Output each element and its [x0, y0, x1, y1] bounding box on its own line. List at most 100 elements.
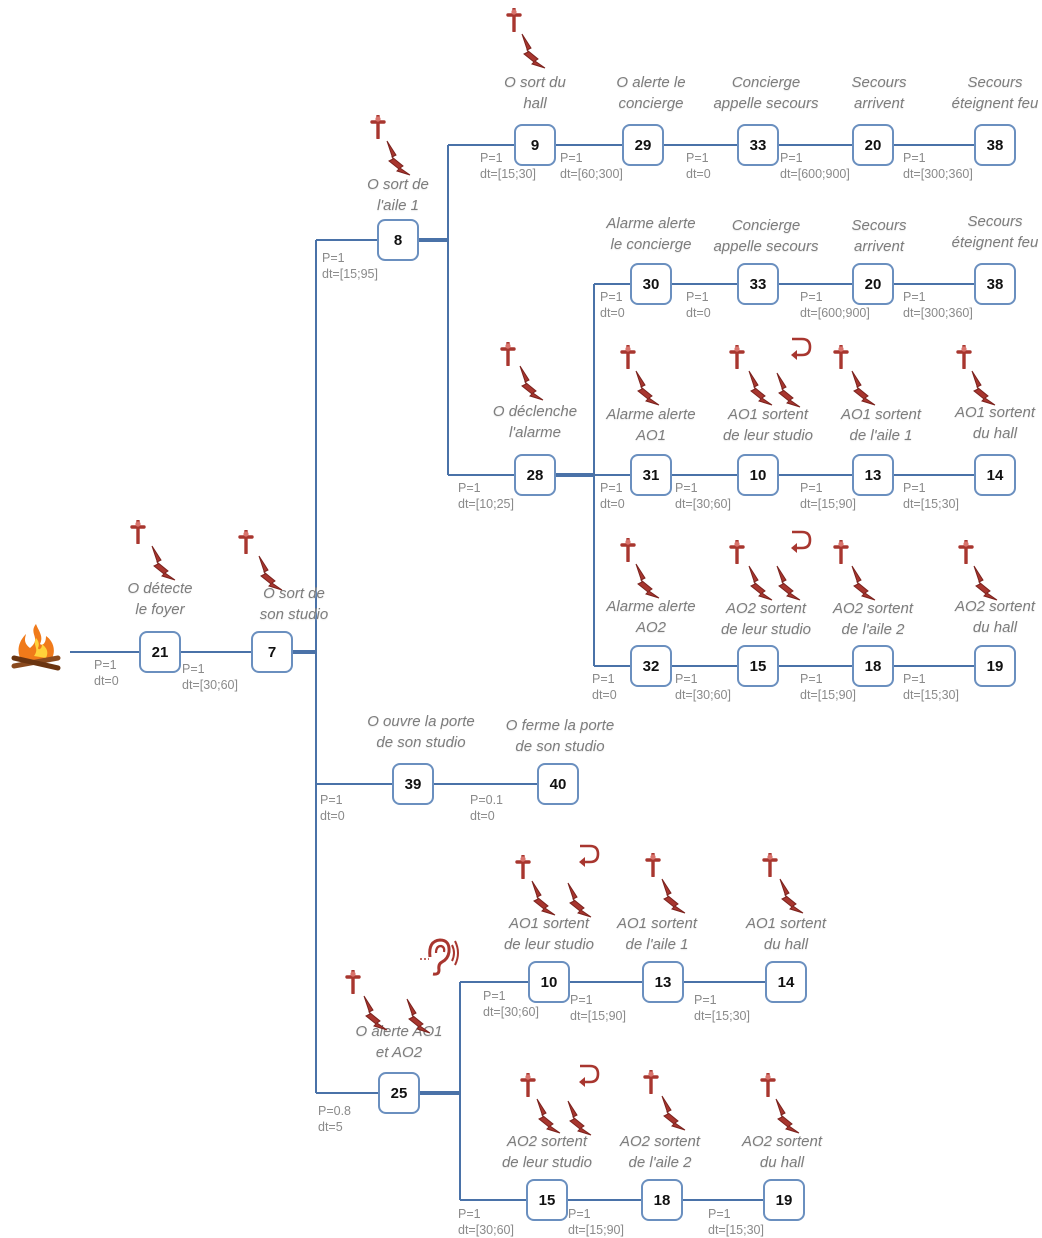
- probability-label: P=1: [322, 251, 345, 265]
- event-node-10[interactable]: 10: [528, 961, 570, 1003]
- probability-label: P=1: [568, 1207, 591, 1221]
- event-label-line: O déclenche: [492, 403, 578, 420]
- event-label-line: de l'aile 1: [849, 427, 913, 444]
- probability-label: P=1: [780, 151, 803, 165]
- cross-icon: [760, 1072, 776, 1102]
- delay-label: dt=[15;30]: [480, 167, 536, 181]
- event-node-20[interactable]: 20: [852, 124, 894, 166]
- event-label-line: l'aile 1: [376, 197, 420, 214]
- return-arrow-icon: [576, 1062, 602, 1093]
- event-node-32[interactable]: 32: [630, 645, 672, 687]
- event-node-18[interactable]: 18: [641, 1179, 683, 1221]
- event-node-15[interactable]: 15: [526, 1179, 568, 1221]
- delay-label: dt=[15;30]: [694, 1009, 750, 1023]
- lightning-icon: [778, 878, 804, 919]
- event-label-line: AO1 sortent: [840, 406, 922, 423]
- event-node-15[interactable]: 15: [737, 645, 779, 687]
- event-label-line: O sort de: [263, 585, 325, 602]
- event-node-8[interactable]: 8: [377, 219, 419, 261]
- probability-label: P=1: [592, 672, 615, 686]
- event-label-line: AO2: [635, 619, 666, 636]
- event-label-line: O alerte AO1: [355, 1023, 443, 1040]
- event-label-line: de l'aile 2: [841, 621, 905, 638]
- event-label-line: de son studio: [376, 734, 466, 751]
- event-node-13[interactable]: 13: [642, 961, 684, 1003]
- event-node-28[interactable]: 28: [514, 454, 556, 496]
- event-node-38[interactable]: 38: [974, 263, 1016, 305]
- delay-label: dt=[15;90]: [800, 497, 856, 511]
- lightning-icon: [747, 565, 773, 606]
- event-node-33[interactable]: 33: [737, 124, 779, 166]
- event-node-10[interactable]: 10: [737, 454, 779, 496]
- lightning-icon: [530, 880, 556, 921]
- delay-label: dt=0: [470, 809, 495, 823]
- cross-icon: [620, 537, 636, 567]
- cross-icon: [762, 852, 778, 882]
- probability-label: P=1: [483, 989, 506, 1003]
- event-label-line: AO2 sortent: [506, 1133, 588, 1150]
- event-label-line: Alarme alerte: [606, 215, 696, 232]
- event-node-33[interactable]: 33: [737, 263, 779, 305]
- cross-icon: [370, 114, 386, 144]
- event-node-19[interactable]: 19: [763, 1179, 805, 1221]
- event-node-40[interactable]: 40: [537, 763, 579, 805]
- probability-label: P=1: [800, 481, 823, 495]
- event-node-31[interactable]: 31: [630, 454, 672, 496]
- cross-icon: [729, 344, 745, 374]
- event-node-20[interactable]: 20: [852, 263, 894, 305]
- delay-label: dt=[15;30]: [903, 688, 959, 702]
- lightning-icon: [634, 563, 660, 604]
- event-node-9[interactable]: 9: [514, 124, 556, 166]
- delay-label: dt=[600;900]: [800, 306, 870, 320]
- event-label-line: et AO2: [375, 1044, 423, 1061]
- event-label-line: appelle secours: [713, 95, 819, 112]
- event-label-line: Secours: [967, 74, 1023, 91]
- event-label-line: O ferme la porte: [505, 717, 615, 734]
- event-label-line: Alarme alerte: [606, 406, 696, 423]
- cross-icon: [130, 519, 146, 549]
- event-node-25[interactable]: 25: [378, 1072, 420, 1114]
- event-node-18[interactable]: 18: [852, 645, 894, 687]
- event-node-14[interactable]: 14: [974, 454, 1016, 496]
- probability-label: P=1: [94, 658, 117, 672]
- event-node-39[interactable]: 39: [392, 763, 434, 805]
- event-node-21[interactable]: 21: [139, 631, 181, 673]
- event-label-line: de l'aile 2: [628, 1154, 692, 1171]
- event-label-line: de leur studio: [720, 621, 812, 638]
- event-label-line: AO2 sortent: [741, 1133, 823, 1150]
- event-node-30[interactable]: 30: [630, 263, 672, 305]
- event-node-29[interactable]: 29: [622, 124, 664, 166]
- event-label-line: Secours: [967, 213, 1023, 230]
- event-node-13[interactable]: 13: [852, 454, 894, 496]
- probability-label: P=1: [694, 993, 717, 1007]
- event-node-19[interactable]: 19: [974, 645, 1016, 687]
- probability-label: P=1: [320, 793, 343, 807]
- event-node-14[interactable]: 14: [765, 961, 807, 1003]
- probability-label: P=1: [458, 481, 481, 495]
- event-label-line: O détecte: [127, 580, 193, 597]
- event-node-38[interactable]: 38: [974, 124, 1016, 166]
- event-label-line: AO2 sortent: [725, 600, 807, 617]
- event-node-7[interactable]: 7: [251, 631, 293, 673]
- return-arrow-icon: [788, 528, 814, 559]
- lightning-icon: [775, 372, 801, 413]
